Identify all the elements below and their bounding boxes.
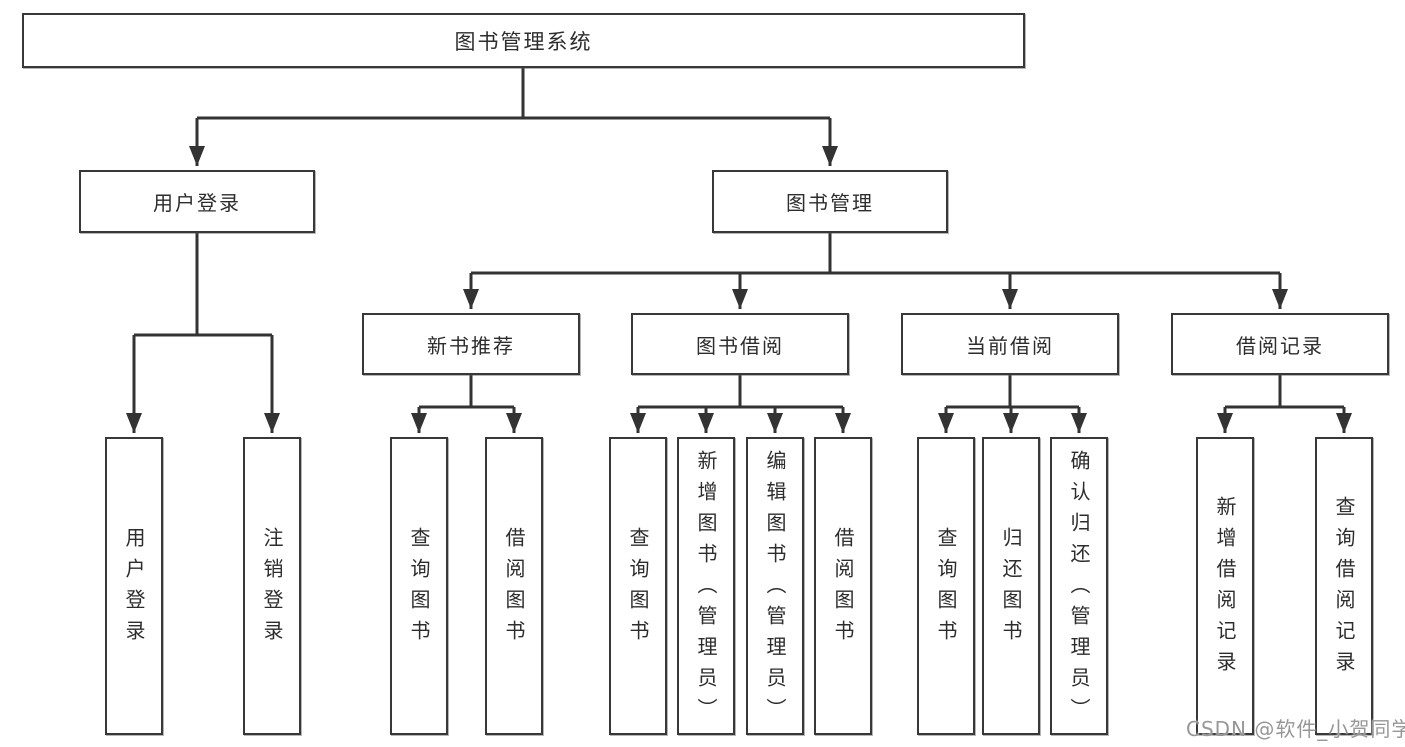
leaf-record-add: 新增借阅记录 <box>1196 437 1254 735</box>
node-borrow-record: 借阅记录 <box>1171 313 1389 375</box>
node-book-borrow-label: 图书借阅 <box>696 333 784 358</box>
node-user-login: 用户登录 <box>79 170 315 233</box>
leaf-borrow-query-label: 查询图书 <box>626 527 650 651</box>
leaf-newbook-query: 查询图书 <box>390 437 448 735</box>
node-current-borrow-label: 当前借阅 <box>966 333 1054 358</box>
leaf-borrow-edit-admin-label: 编辑图书（管理员） <box>763 449 787 729</box>
node-root-system: 图书管理系统 <box>22 13 1025 68</box>
leaf-record-query: 查询借阅记录 <box>1315 437 1373 735</box>
leaf-borrow-borrow-label: 借阅图书 <box>831 527 855 651</box>
node-new-book-recommend-label: 新书推荐 <box>427 333 515 358</box>
leaf-borrow-edit-admin: 编辑图书（管理员） <box>746 437 804 735</box>
leaf-current-return: 归还图书 <box>982 437 1040 735</box>
node-book-management-label: 图书管理 <box>786 191 874 215</box>
node-root-label: 图书管理系统 <box>454 29 593 54</box>
leaf-logout-label: 注销登录 <box>260 527 284 651</box>
leaf-user-login: 用户登录 <box>105 437 163 735</box>
leaf-borrow-borrow: 借阅图书 <box>814 437 872 735</box>
leaf-borrow-add-admin: 新增图书（管理员） <box>677 437 735 735</box>
leaf-borrow-query: 查询图书 <box>609 437 667 735</box>
leaf-user-login-label: 用户登录 <box>122 527 146 651</box>
leaf-current-confirm-admin: 确认归还（管理员） <box>1050 437 1108 735</box>
leaf-logout: 注销登录 <box>243 437 301 735</box>
leaf-record-query-label: 查询借阅记录 <box>1332 496 1356 682</box>
leaf-current-query-label: 查询图书 <box>934 527 958 651</box>
node-book-borrow: 图书借阅 <box>631 313 849 375</box>
leaf-borrow-add-admin-label: 新增图书（管理员） <box>694 449 718 729</box>
node-current-borrow: 当前借阅 <box>901 313 1119 375</box>
leaf-current-return-label: 归还图书 <box>999 527 1023 651</box>
leaf-newbook-query-label: 查询图书 <box>407 527 431 651</box>
leaf-current-query: 查询图书 <box>917 437 975 735</box>
leaf-newbook-borrow-label: 借阅图书 <box>502 527 526 651</box>
leaf-record-add-label: 新增借阅记录 <box>1213 496 1237 682</box>
leaf-current-confirm-admin-label: 确认归还（管理员） <box>1067 449 1091 729</box>
csdn-watermark: CSDN @软件_小贺同学 <box>1186 717 1405 741</box>
leaf-newbook-borrow: 借阅图书 <box>485 437 543 735</box>
node-new-book-recommend: 新书推荐 <box>362 313 580 375</box>
node-borrow-record-label: 借阅记录 <box>1236 333 1324 358</box>
node-user-login-label: 用户登录 <box>153 191 241 215</box>
node-book-management: 图书管理 <box>712 170 948 233</box>
connector-arrows <box>126 118 1352 433</box>
